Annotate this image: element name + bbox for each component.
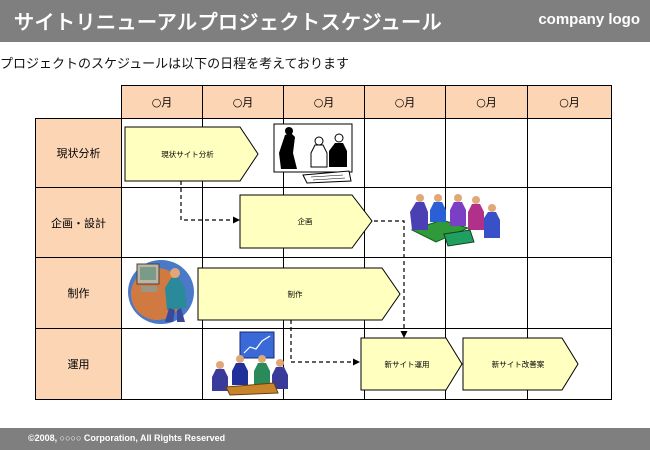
month-header: ○月 xyxy=(121,85,203,119)
header-bar: サイトリニューアルプロジェクトスケジュール company logo xyxy=(0,0,650,42)
company-logo: company logo xyxy=(538,11,640,28)
month-label: ○月 xyxy=(232,96,254,109)
task-arrow-operation xyxy=(360,337,463,391)
month-header: ○月 xyxy=(202,85,284,119)
month-header: ○月 xyxy=(283,85,365,119)
phase-label-analysis: 現状分析 xyxy=(35,118,122,188)
task-label-improvement: 新サイト改善案 xyxy=(491,360,545,369)
task-label-production: 制作 xyxy=(287,290,303,299)
month-label: ○月 xyxy=(151,96,173,109)
page-title: サイトリニューアルプロジェクトスケジュール xyxy=(14,10,443,34)
meeting-illustration-icon xyxy=(273,123,353,184)
phase-label-planning: 企画・設計 xyxy=(35,187,122,258)
month-label: ○月 xyxy=(394,96,416,109)
team-meeting-icon xyxy=(410,194,500,247)
month-header: ○月 xyxy=(527,85,612,119)
page-subtitle: プロジェクトのスケジュールは以下の日程を考えております xyxy=(0,57,350,72)
month-header: ○月 xyxy=(445,85,528,119)
task-label-analysis: 現状サイト分析 xyxy=(161,150,214,159)
task-arrow-analysis xyxy=(124,126,259,182)
computer-worker-icon xyxy=(128,260,194,324)
footer-bar: ©2008, ○○○○ Corporation, All Rights Rese… xyxy=(0,428,650,450)
month-label: ○月 xyxy=(476,96,497,109)
month-header: ○月 xyxy=(364,85,446,119)
month-label: ○月 xyxy=(313,96,335,109)
copyright-text: ©2008, ○○○○ Corporation, All Rights Rese… xyxy=(28,433,226,443)
task-arrow-production xyxy=(197,267,401,321)
task-label-operation: 新サイト運用 xyxy=(384,360,430,369)
presentation-chart-icon xyxy=(212,331,288,396)
task-arrow-improvement xyxy=(462,337,579,391)
month-label: ○月 xyxy=(559,96,580,109)
task-label-planning: 企画 xyxy=(297,217,313,226)
task-arrow-planning xyxy=(239,194,373,249)
phase-label-operation: 運用 xyxy=(35,328,122,400)
